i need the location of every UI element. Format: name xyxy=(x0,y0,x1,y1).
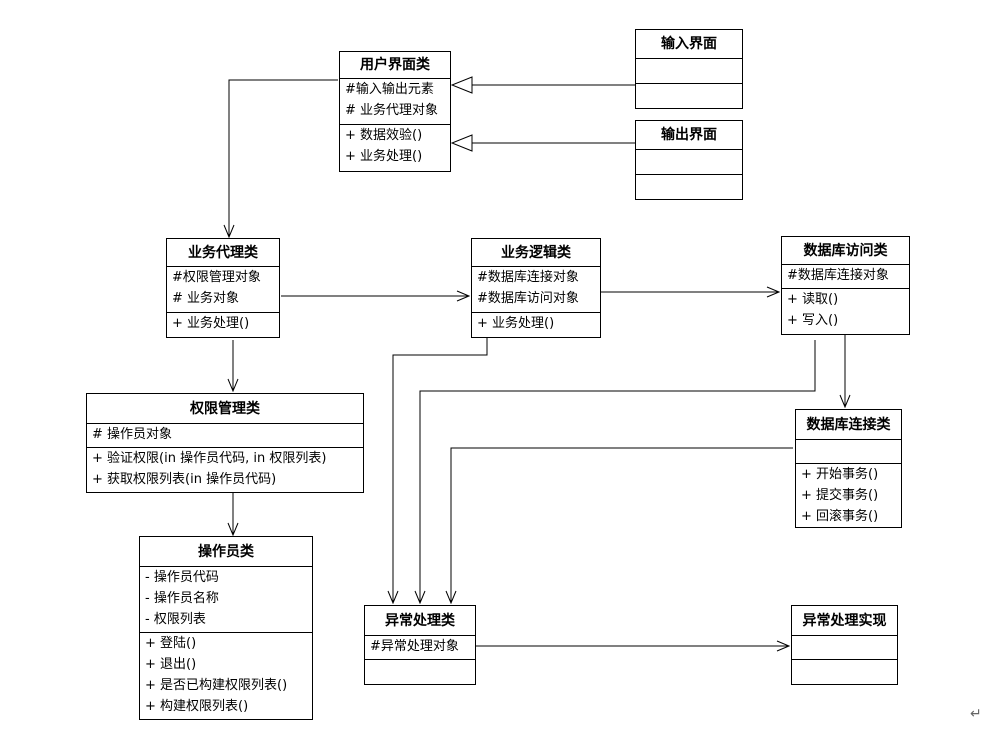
operation: + 获取权限列表(in 操作员代码) xyxy=(92,472,277,487)
operation: + 读取() xyxy=(787,292,839,307)
class-excimpl[interactable]: 异常处理实现 xyxy=(791,605,898,685)
operation: + 开始事务() xyxy=(801,467,879,482)
class-name: 异常处理实现 xyxy=(792,606,897,636)
attributes-section: #数据库连接对象 xyxy=(782,265,909,289)
attribute: - 权限列表 xyxy=(145,612,206,627)
operation: + 退出() xyxy=(145,657,197,672)
class-output[interactable]: 输出界面 xyxy=(635,120,743,200)
operations-section: + 数据效验() + 业务处理() xyxy=(340,125,450,167)
operations-section: + 业务处理() xyxy=(167,313,279,334)
attribute: - 操作员名称 xyxy=(145,591,219,606)
class-input[interactable]: 输入界面 xyxy=(635,29,743,109)
attributes-section xyxy=(636,150,742,175)
class-name: 用户界面类 xyxy=(340,52,450,79)
attributes-section xyxy=(796,440,901,464)
class-name: 输入界面 xyxy=(636,30,742,59)
class-name: 异常处理类 xyxy=(365,606,475,636)
attribute: - 操作员代码 xyxy=(145,570,219,585)
attributes-section: #输入输出元素 # 业务代理对象 xyxy=(340,79,450,125)
class-name: 业务逻辑类 xyxy=(472,239,600,267)
class-name: 输出界面 xyxy=(636,121,742,150)
class-exc[interactable]: 异常处理类 #异常处理对象 xyxy=(364,605,476,685)
link-ui-to-proxy xyxy=(229,79,338,237)
link-dbaccess-to-exc xyxy=(420,340,816,603)
operation: + 登陆() xyxy=(145,636,197,651)
class-dbaccess[interactable]: 数据库访问类 #数据库连接对象 + 读取() + 写入() xyxy=(781,236,910,335)
operation: + 业务处理() xyxy=(345,149,423,164)
class-proxy[interactable]: 业务代理类 #权限管理对象 # 业务对象 + 业务处理() xyxy=(166,238,280,338)
operation: + 业务处理() xyxy=(172,316,250,331)
attribute: # 操作员对象 xyxy=(92,427,173,442)
attributes-section: #权限管理对象 # 业务对象 xyxy=(167,267,279,313)
operation: + 提交事务() xyxy=(801,488,879,503)
class-logic[interactable]: 业务逻辑类 #数据库连接对象 #数据库访问对象 + 业务处理() xyxy=(471,238,601,338)
operation: + 验证权限(in 操作员代码, in 权限列表) xyxy=(92,451,327,466)
class-name: 数据库连接类 xyxy=(796,410,901,440)
class-operator[interactable]: 操作员类 - 操作员代码 - 操作员名称 - 权限列表 + 登陆() + 退出() + 是否… xyxy=(139,536,313,720)
operations-section: + 业务处理() xyxy=(472,313,600,334)
operations-section: + 登陆() + 退出() + 是否已构建权限列表() + 构建权限列表() xyxy=(140,633,312,717)
operations-section: + 读取() + 写入() xyxy=(782,289,909,331)
attribute: #数据库访问对象 xyxy=(477,291,579,306)
class-ui[interactable]: 用户界面类 #输入输出元素 # 业务代理对象 + 数据效验() + 业务处理() xyxy=(339,51,451,172)
attributes-section xyxy=(636,59,742,84)
class-name: 操作员类 xyxy=(140,537,312,567)
class-name: 数据库访问类 xyxy=(782,237,909,265)
attributes-section: # 操作员对象 xyxy=(87,424,363,448)
return-mark: ↵ xyxy=(970,706,982,722)
attribute: #输入输出元素 xyxy=(345,82,434,97)
operation: + 回滚事务() xyxy=(801,509,879,524)
class-perm[interactable]: 权限管理类 # 操作员对象 + 验证权限(in 操作员代码, in 权限列表) + 获… xyxy=(86,393,364,493)
operation: + 是否已构建权限列表() xyxy=(145,678,288,693)
link-logic-to-exc xyxy=(393,338,488,603)
class-dbconn[interactable]: 数据库连接类 + 开始事务() + 提交事务() + 回滚事务() xyxy=(795,409,902,528)
attributes-section: #异常处理对象 xyxy=(365,636,475,660)
attribute: #数据库连接对象 xyxy=(787,268,889,283)
link-dbconn-to-exc xyxy=(451,447,793,603)
operations-section: + 验证权限(in 操作员代码, in 权限列表) + 获取权限列表(in 操作员… xyxy=(87,448,363,490)
attribute: # 业务对象 xyxy=(172,291,240,306)
operation: + 数据效验() xyxy=(345,128,423,143)
operations-section: + 开始事务() + 提交事务() + 回滚事务() xyxy=(796,464,901,527)
attributes-section: #数据库连接对象 #数据库访问对象 xyxy=(472,267,600,313)
attribute: #权限管理对象 xyxy=(172,270,261,285)
attribute: #异常处理对象 xyxy=(370,639,459,654)
operation: + 业务处理() xyxy=(477,316,555,331)
class-name: 权限管理类 xyxy=(87,394,363,424)
attribute: #数据库连接对象 xyxy=(477,270,579,285)
operation: + 构建权限列表() xyxy=(145,699,249,714)
attribute: # 业务代理对象 xyxy=(345,103,439,118)
class-name: 业务代理类 xyxy=(167,239,279,267)
attributes-section xyxy=(792,636,897,660)
attributes-section: - 操作员代码 - 操作员名称 - 权限列表 xyxy=(140,567,312,633)
operation: + 写入() xyxy=(787,313,839,328)
